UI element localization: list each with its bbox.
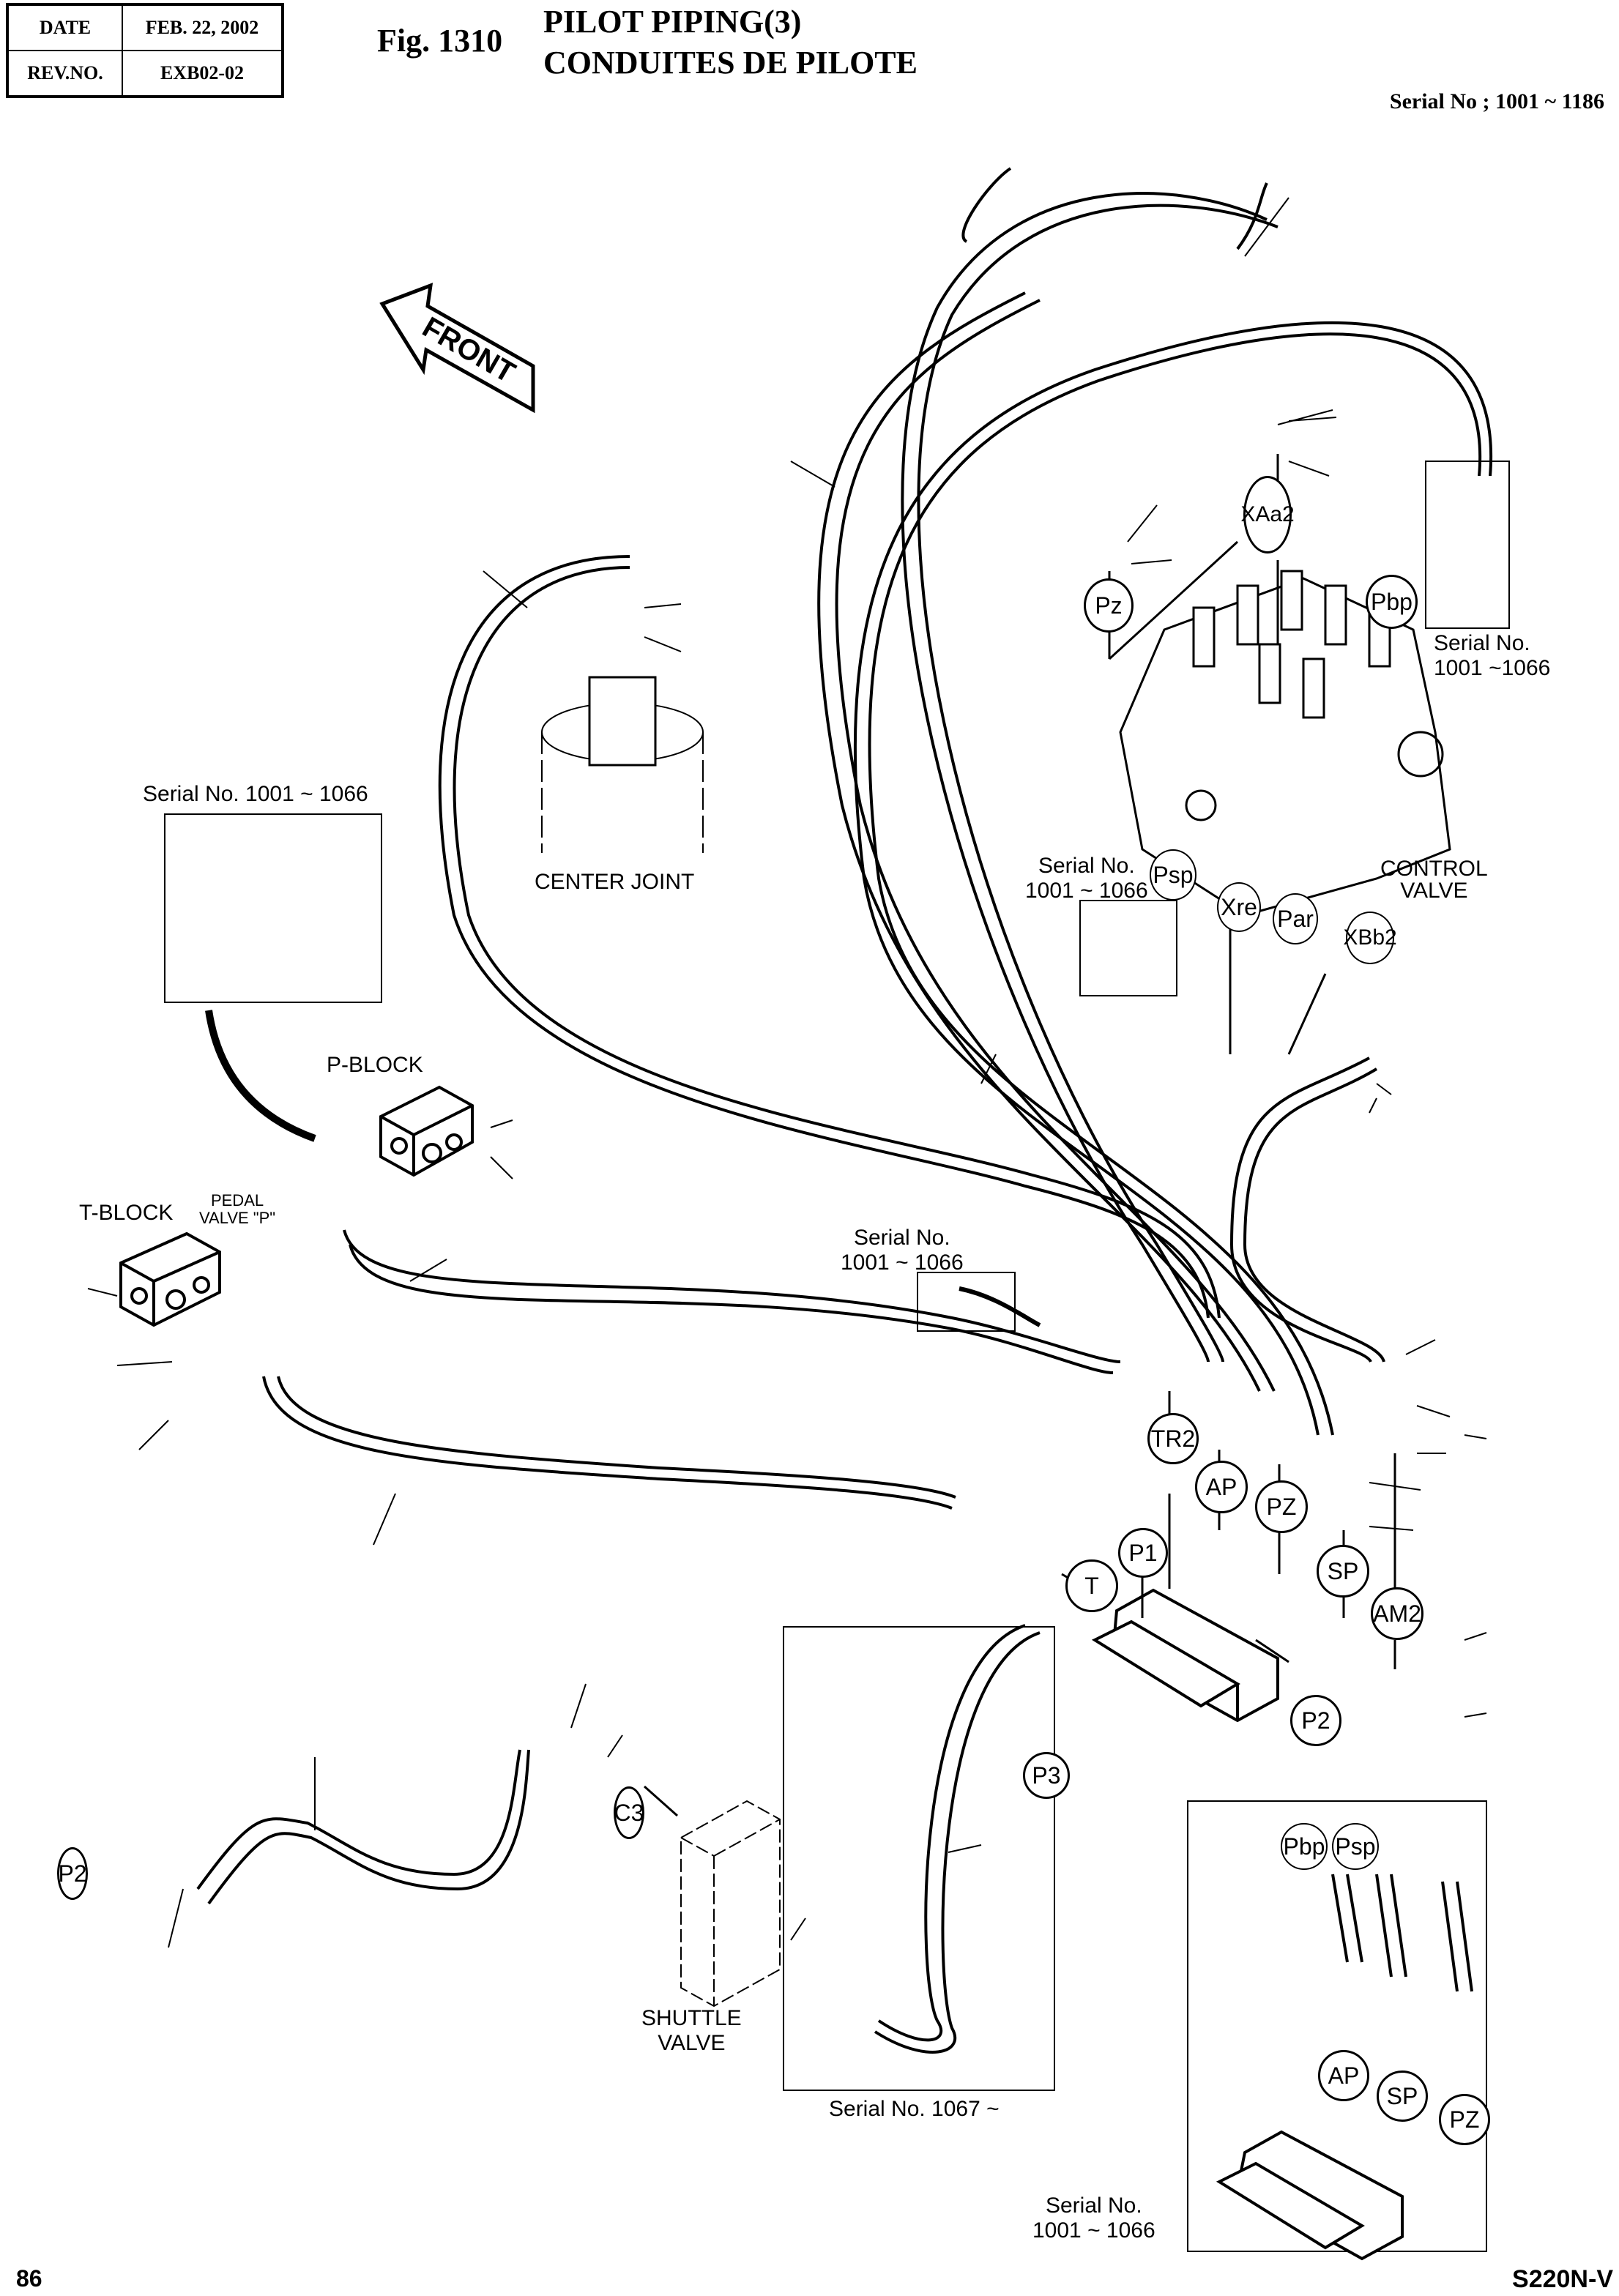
title-english: PILOT PIPING(3) bbox=[543, 4, 802, 40]
port-bubble-pz-valve: Pz bbox=[1084, 578, 1134, 633]
page-title: PILOT PIPING(3) CONDUITES DE PILOTE bbox=[543, 1, 918, 83]
t-block-drawing bbox=[119, 1231, 221, 1327]
port-bubble-sp: SP bbox=[1317, 1545, 1369, 1598]
block-inset-frame bbox=[1187, 1800, 1487, 2252]
port-bubble-ap: AP bbox=[1195, 1461, 1248, 1513]
p-block-drawing bbox=[379, 1085, 474, 1177]
date-value: FEB. 22, 2002 bbox=[122, 4, 283, 51]
serial-note-line: Serial No. bbox=[1038, 854, 1135, 878]
port-bubble-am2: AM2 bbox=[1371, 1587, 1423, 1640]
serial-note-psp: Serial No. 1001 ~ 1066 bbox=[1025, 854, 1148, 903]
shuttle-valve-line2: VALVE bbox=[658, 2031, 726, 2055]
front-arrow-icon: FRONT bbox=[379, 283, 535, 414]
serial-note-pblock: Serial No. 1001 ~ 1066 bbox=[143, 782, 368, 806]
t-block-label: T-BLOCK bbox=[79, 1201, 174, 1225]
pedal-valve-line2: VALVE "P" bbox=[199, 1209, 276, 1227]
port-bubble-pz: PZ bbox=[1255, 1480, 1308, 1533]
port-bubble-xbb2: XBb2 bbox=[1343, 912, 1397, 964]
shuttle-valve-drawing bbox=[680, 1800, 781, 2008]
port-bubble-p2-left: P2 bbox=[57, 1847, 88, 1900]
serial-note-line: 1001 ~1066 bbox=[1434, 656, 1551, 680]
port-bubble-xaa2: XAa2 bbox=[1240, 476, 1295, 554]
port-bubble-p1: P1 bbox=[1118, 1528, 1168, 1578]
inset-bubble-psp: Psp bbox=[1332, 1823, 1379, 1870]
control-valve-line2: VALVE bbox=[1400, 879, 1468, 903]
port-bubble-p2-block: P2 bbox=[1290, 1695, 1341, 1746]
center-joint-label: CENTER JOINT bbox=[535, 870, 695, 894]
rev-label: REV.NO. bbox=[7, 50, 123, 97]
port-bubble-xre: Xre bbox=[1217, 882, 1261, 932]
serial-range: Serial No ; 1001 ~ 1186 bbox=[1389, 89, 1604, 113]
elbow-inset-frame bbox=[917, 1272, 1016, 1332]
figure-number: Fig. 1310 bbox=[377, 23, 503, 59]
inset-pointer-arc bbox=[959, 1286, 1041, 1327]
serial-note-line: Serial No. bbox=[1045, 2194, 1142, 2218]
pbp-inset-frame bbox=[1425, 461, 1510, 629]
model-name: S220N-V bbox=[1512, 2265, 1613, 2293]
inset-block-drawing bbox=[1216, 2130, 1404, 2261]
serial-note-line: 1001 ~ 1066 bbox=[1032, 2218, 1155, 2243]
center-joint-drawing bbox=[541, 676, 704, 853]
port-bubble-t: T bbox=[1065, 1559, 1118, 1612]
serial-note-elbow: Serial No. 1001 ~ 1066 bbox=[841, 1226, 964, 1275]
serial-note-line: 1001 ~ 1066 bbox=[841, 1250, 964, 1275]
pedal-valve-line1: PEDAL bbox=[210, 1191, 264, 1210]
control-valve-label: CONTROL VALVE bbox=[1380, 858, 1488, 902]
rev-value: EXB02-02 bbox=[122, 50, 283, 97]
inset-bubble-sp: SP bbox=[1377, 2070, 1428, 2122]
control-valve-drawing bbox=[1119, 570, 1451, 917]
hose-lines bbox=[196, 167, 1493, 2054]
serial-note-line: 1001 ~ 1066 bbox=[1025, 879, 1148, 903]
serial-note-pbp: Serial No. 1001 ~1066 bbox=[1434, 631, 1550, 681]
pblock-inset-frame bbox=[164, 813, 382, 1003]
callout-leaders bbox=[87, 197, 1487, 1948]
shuttle-inset-frame bbox=[783, 1626, 1055, 2091]
inset-bubble-pz: PZ bbox=[1439, 2094, 1490, 2145]
inset-pointer-arc bbox=[205, 1010, 316, 1142]
revision-table: DATE FEB. 22, 2002 REV.NO. EXB02-02 bbox=[6, 3, 284, 98]
psp-inset-frame bbox=[1079, 900, 1177, 996]
port-bubble-p3: P3 bbox=[1023, 1752, 1070, 1799]
port-bubble-tr2: TR2 bbox=[1147, 1413, 1199, 1464]
control-valve-line1: CONTROL bbox=[1380, 857, 1488, 881]
port-bubble-pbp: Pbp bbox=[1366, 575, 1418, 629]
port-bubble-par: Par bbox=[1273, 893, 1318, 944]
title-french: CONDUITES DE PILOTE bbox=[543, 45, 918, 81]
port-bubble-psp: Psp bbox=[1150, 849, 1196, 901]
inset-bubble-pbp: Pbp bbox=[1281, 1823, 1328, 1870]
pedal-valve-label: PEDAL VALVE "P" bbox=[199, 1192, 275, 1227]
shuttle-valve-line1: SHUTTLE bbox=[641, 2006, 742, 2030]
date-label: DATE bbox=[7, 4, 123, 51]
shuttle-valve-label: SHUTTLE VALVE bbox=[641, 2006, 742, 2056]
serial-note-line: Serial No. bbox=[853, 1226, 950, 1250]
serial-note-block: Serial No. 1001 ~ 1066 bbox=[1032, 2194, 1155, 2243]
distribution-block-drawing bbox=[1091, 1588, 1279, 1723]
inset-bubble-ap: AP bbox=[1318, 2050, 1369, 2101]
p-block-label: P-BLOCK bbox=[327, 1053, 423, 1077]
serial-note-shuttle: Serial No. 1067 ~ bbox=[829, 2097, 1000, 2121]
serial-note-line: Serial No. bbox=[1434, 631, 1530, 655]
page-number: 86 bbox=[16, 2265, 42, 2292]
port-bubble-c3: C3 bbox=[614, 1786, 644, 1839]
